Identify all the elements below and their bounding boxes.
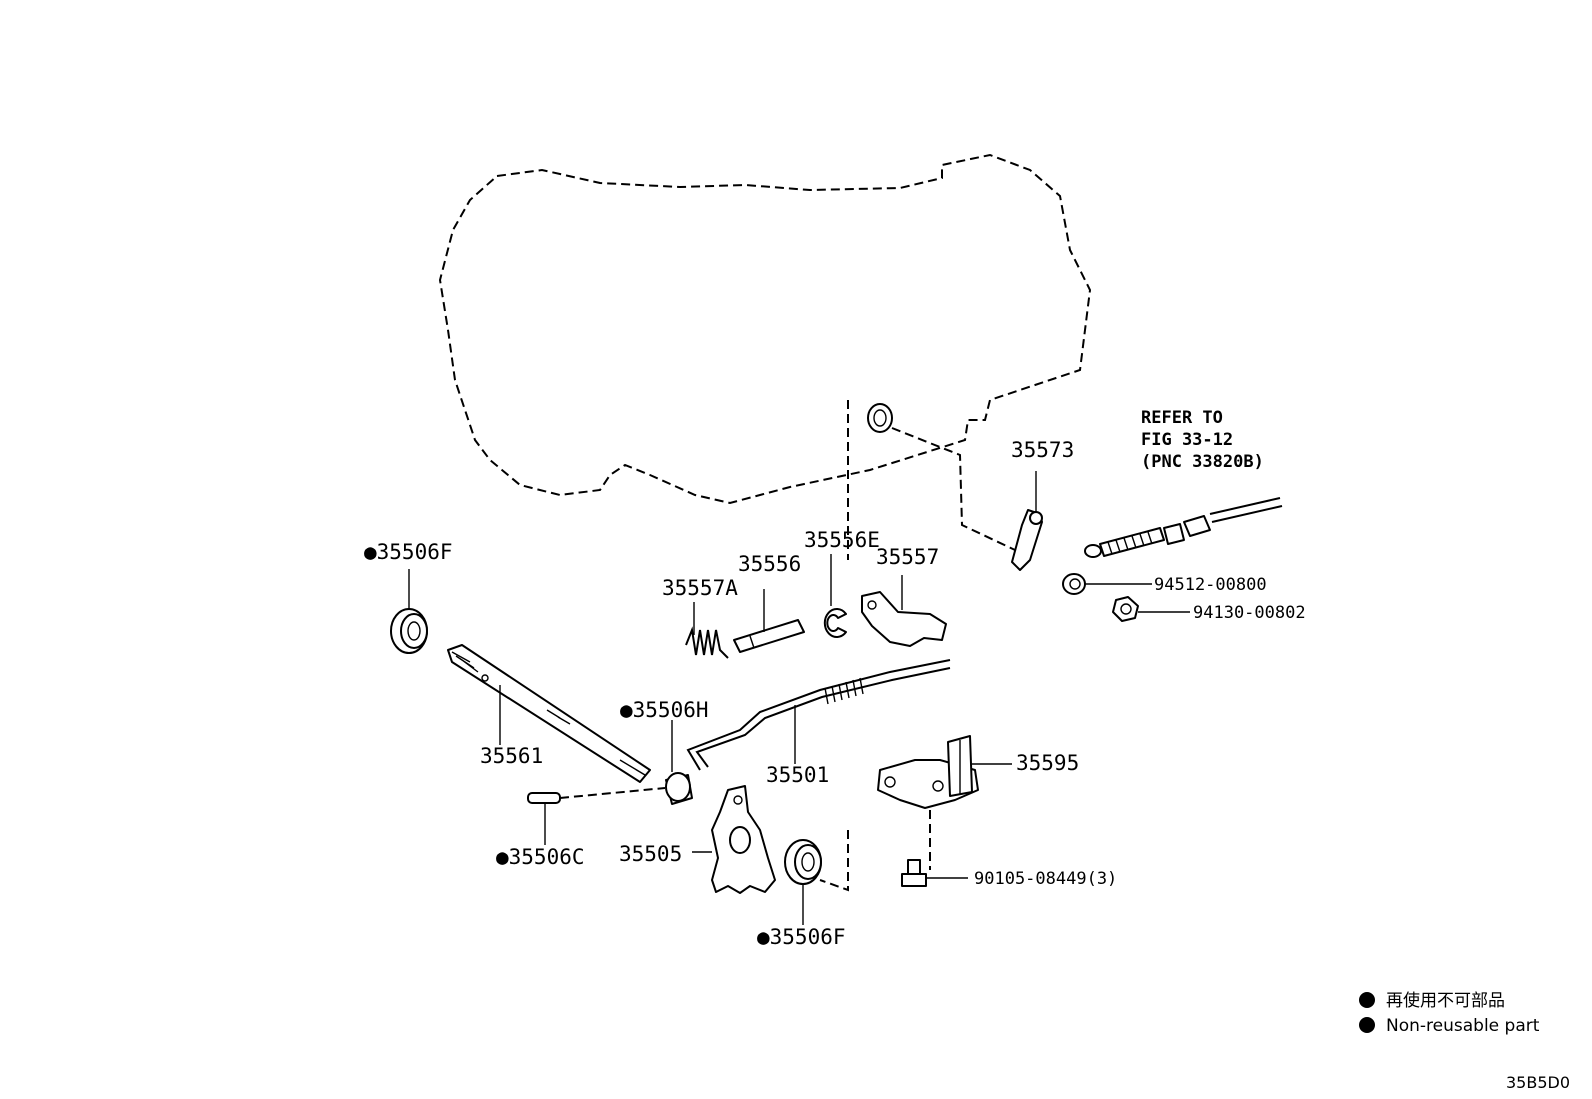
refer-note-line2: FIG 33-12: [1141, 430, 1233, 450]
label-94512: 94512-00800: [1154, 575, 1267, 595]
refer-note-line1: REFER TO: [1141, 408, 1223, 428]
oil-seal-35506f-top: [390, 608, 428, 654]
label-90105: 90105-08449(3): [974, 869, 1117, 889]
detent-plate-35505: [711, 785, 776, 894]
bolt-90105: [901, 859, 927, 887]
pin-35506c: [527, 792, 561, 804]
label-35506f-bottom: ●35506F: [757, 925, 846, 949]
lever-35573: [1011, 509, 1043, 571]
legend-bullet-icon-1: [1359, 992, 1375, 1008]
dashed-link-pin: [559, 787, 666, 799]
dashed-link-seal: [819, 830, 849, 892]
label-35561: 35561: [480, 744, 543, 768]
e-ring-35556e: [823, 608, 847, 638]
label-35573: 35573: [1011, 438, 1074, 462]
pin-35556: [733, 619, 805, 653]
legend-bullet-icon-2: [1359, 1017, 1375, 1033]
label-35505: 35505: [619, 842, 682, 866]
case-plug: [867, 403, 893, 433]
label-35506f-top: ●35506F: [364, 540, 453, 564]
label-35557: 35557: [876, 545, 939, 569]
lever-35557: [861, 591, 947, 647]
label-35557a: 35557A: [662, 576, 738, 600]
oil-seal-35506f-bottom: [784, 839, 822, 885]
legend-japanese: 再使用不可部品: [1386, 990, 1505, 1011]
nut-94512: [1062, 573, 1086, 595]
label-35506c: ●35506C: [496, 845, 585, 869]
label-94130: 94130-00802: [1193, 603, 1306, 623]
bracket-35595: [877, 735, 979, 809]
illustration-code: 35B5D0: [1506, 1073, 1570, 1092]
label-35556e: 35556E: [804, 528, 880, 552]
label-35556: 35556: [738, 552, 801, 576]
shift-cable: [1084, 497, 1283, 558]
transmission-case-outline: [438, 153, 1092, 505]
spring-35557a: [685, 626, 729, 659]
rod-35501: [686, 659, 951, 771]
dashed-link-plug-lever: [891, 427, 1016, 551]
refer-note-line3: (PNC 33820B): [1141, 452, 1264, 472]
leader-lines: [408, 471, 1190, 925]
label-35506h: ●35506H: [620, 698, 709, 722]
shaft-35561: [447, 644, 651, 783]
legend-english: Non-reusable part: [1386, 1016, 1540, 1036]
label-35595: 35595: [1016, 751, 1079, 775]
collar-35506h: [665, 772, 693, 805]
nut-94130: [1112, 596, 1139, 622]
label-35501: 35501: [766, 763, 829, 787]
